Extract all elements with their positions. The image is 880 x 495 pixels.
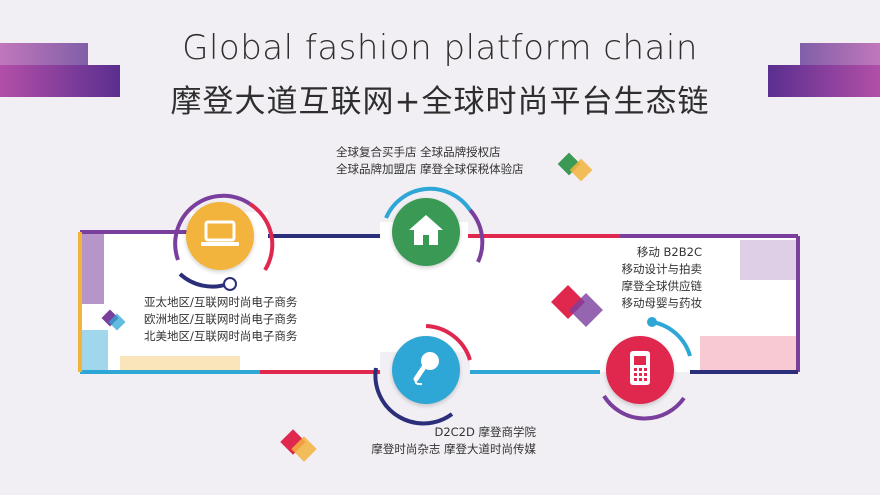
mobile-phone-node: [606, 336, 674, 404]
microphone-icon: [408, 349, 444, 391]
mobile-phone-icon: [627, 348, 653, 392]
mic-text-line: 摩登时尚杂志 摩登大道时尚传媒: [371, 442, 536, 456]
phone-text-line: 移动 B2B2C: [636, 245, 702, 259]
home-node: [392, 198, 460, 266]
arc-endpoint-dot: [647, 317, 657, 327]
title-english: Global fashion platform chain: [182, 28, 698, 68]
home-text-line: 全球品牌加盟店 摩登全球保税体验店: [336, 162, 524, 176]
mic-text-line: D2C2D 摩登商学院: [434, 425, 536, 439]
phone-text-line: 摩登全球供应链: [621, 279, 703, 293]
laptop-node: [186, 202, 254, 270]
arc-endpoint-dot: [223, 277, 237, 291]
home-node-text: 全球复合买手店 全球品牌授权店 全球品牌加盟店 摩登全球保税体验店: [336, 144, 524, 178]
phone-text-line: 移动设计与拍卖: [621, 262, 703, 276]
home-icon: [407, 212, 445, 252]
chain-path: [78, 212, 800, 374]
microphone-node: [392, 336, 460, 404]
phone-node-text: 移动 B2B2C 移动设计与拍卖 摩登全球供应链 移动母婴与药妆: [590, 244, 703, 312]
phone-text-line: 移动母婴与药妆: [621, 296, 703, 310]
laptop-node-text: 亚太地区/互联网时尚电子商务 欧洲地区/互联网时尚电子商务 北美地区/互联网时尚…: [144, 294, 297, 345]
laptop-icon: [200, 219, 240, 253]
corner-bar-left: [0, 43, 120, 97]
laptop-text-line: 北美地区/互联网时尚电子商务: [144, 329, 298, 343]
mic-node-text: D2C2D 摩登商学院 摩登时尚杂志 摩登大道时尚传媒: [336, 424, 536, 458]
home-text-line: 全球复合买手店 全球品牌授权店: [336, 145, 501, 159]
laptop-text-line: 欧洲地区/互联网时尚电子商务: [144, 312, 298, 326]
title-chinese: 摩登大道互联网+全球时尚平台生态链: [170, 84, 710, 120]
corner-bar-right: [768, 43, 880, 97]
laptop-text-line: 亚太地区/互联网时尚电子商务: [144, 295, 298, 309]
